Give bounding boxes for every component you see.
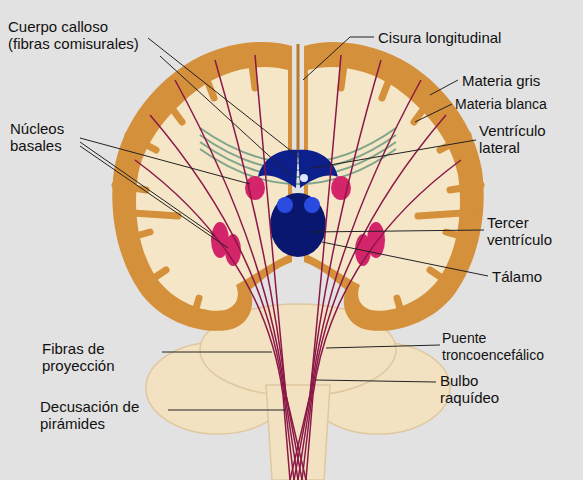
projection-fibers <box>135 55 461 480</box>
part-label: Decusación de pirámides <box>40 398 166 432</box>
basal-nuclei <box>211 176 385 266</box>
part-label: Materia blanca <box>455 96 580 113</box>
part-label: Cuerpo calloso (fibras comisurales) <box>8 18 148 52</box>
leader-lines <box>80 37 488 410</box>
brainstem <box>146 304 450 480</box>
part-label: Puente troncoencefálico <box>442 330 580 364</box>
part-label: Fibras de proyección <box>42 340 160 374</box>
part-label: Cisura longitudinal <box>378 29 578 46</box>
part-label: Materia gris <box>462 72 580 89</box>
part-label: Ventrículo lateral <box>479 122 579 156</box>
part-label: Tálamo <box>492 268 577 285</box>
part-label: Tercer ventrículo <box>487 214 579 248</box>
part-label: Bulbo raquídeo <box>440 372 530 406</box>
part-label: Núcleos basales <box>10 120 82 154</box>
